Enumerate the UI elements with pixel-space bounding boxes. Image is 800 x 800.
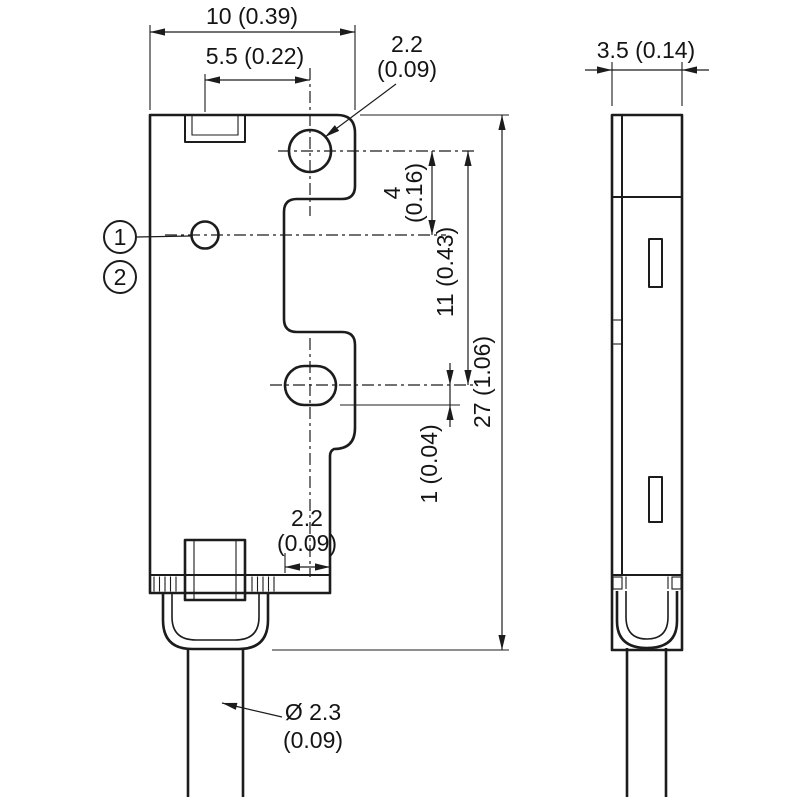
arrowhead: [498, 115, 506, 130]
dim-hole-to-slot-label: 11 (0.43): [432, 227, 458, 317]
arrowhead: [325, 125, 340, 137]
callout-2-label: 2: [114, 264, 127, 290]
center-lines: [165, 68, 478, 577]
clamp-cup-outer: [161, 593, 270, 651]
dim-slot-edge-mm-label: 2.2: [291, 505, 323, 531]
arrowhead: [315, 563, 330, 571]
arrowhead: [340, 28, 355, 36]
arrowhead: [446, 370, 454, 385]
dim-hole-to-led: 4 (0.16): [379, 151, 436, 235]
dim-width-label: 10 (0.39): [206, 3, 298, 29]
cable-front: [186, 649, 245, 797]
arrowhead: [295, 76, 310, 84]
arrowhead: [464, 151, 472, 166]
side-body-outline: [610, 113, 684, 652]
front-body-outline: [148, 113, 357, 595]
dim-depth: 3.5 (0.14): [585, 37, 709, 106]
knurl-hatching-front: [153, 576, 275, 592]
callout-1-label: 1: [114, 224, 127, 250]
arrowhead: [205, 76, 220, 84]
callout-circle-1: [103, 220, 137, 254]
arrowhead: [285, 563, 300, 571]
arrowhead: [464, 370, 472, 385]
dim-height: 27 (1.06): [272, 114, 509, 651]
dim-hole-to-slot: 11 (0.43): [432, 151, 472, 385]
dim-hole-x-label: 5.5 (0.22): [206, 43, 304, 69]
top-notch: [184, 115, 246, 143]
dim-hole-edge-mm-label: 2.2: [391, 31, 423, 57]
callout-circle-2: [103, 260, 137, 294]
arrowhead: [446, 405, 454, 420]
side-clamp-hooks: [612, 576, 682, 590]
side-view: [610, 113, 684, 797]
cable-side: [625, 648, 668, 797]
arrowhead: [428, 220, 436, 235]
dim-hole-to-led-in-label: (0.16): [401, 163, 427, 223]
arrowhead: [428, 151, 436, 166]
dim-hole-to-led-mm-label: 4: [379, 186, 405, 199]
dim-hole-edge: 2.2 (0.09): [324, 31, 437, 138]
arrowhead: [682, 66, 697, 74]
side-clamp-cup-outer: [615, 591, 679, 650]
side-slot-lower: [648, 476, 663, 523]
side-clamp-cup-inner: [625, 591, 669, 640]
dim-slot-edge: 2.2 (0.09): [277, 505, 337, 573]
callout-leader: [135, 235, 192, 238]
dim-cable-in-label: (0.09): [283, 727, 343, 753]
dim-width: 10 (0.39): [149, 3, 356, 110]
top-notch-inner-line: [191, 115, 239, 136]
dim-hole-x: 5.5 (0.22): [204, 43, 310, 112]
dim-slot-edge-in-label: (0.09): [277, 530, 337, 556]
connector-body: [183, 538, 247, 602]
dim-slot-tangent: 1 (0.04): [340, 363, 460, 504]
callout-markers: 1 2: [103, 220, 192, 294]
arrowhead: [150, 28, 165, 36]
clamp-cup-inner: [171, 593, 260, 641]
arrowhead: [222, 702, 238, 710]
arrowhead: [498, 635, 506, 650]
arrowhead: [597, 66, 612, 74]
side-slot-upper: [648, 238, 663, 288]
front-view: [148, 113, 357, 797]
side-wall-steps: [612, 319, 622, 345]
dim-depth-label: 3.5 (0.14): [597, 37, 695, 63]
dim-cable-mm-label: Ø 2.3: [285, 699, 341, 725]
dim-hole-edge-in-label: (0.09): [377, 56, 437, 82]
dim-height-label: 27 (1.06): [469, 336, 495, 428]
dim-slot-tangent-label: 1 (0.04): [416, 424, 442, 503]
dim-cable-diameter: Ø 2.3 (0.09): [221, 699, 343, 753]
